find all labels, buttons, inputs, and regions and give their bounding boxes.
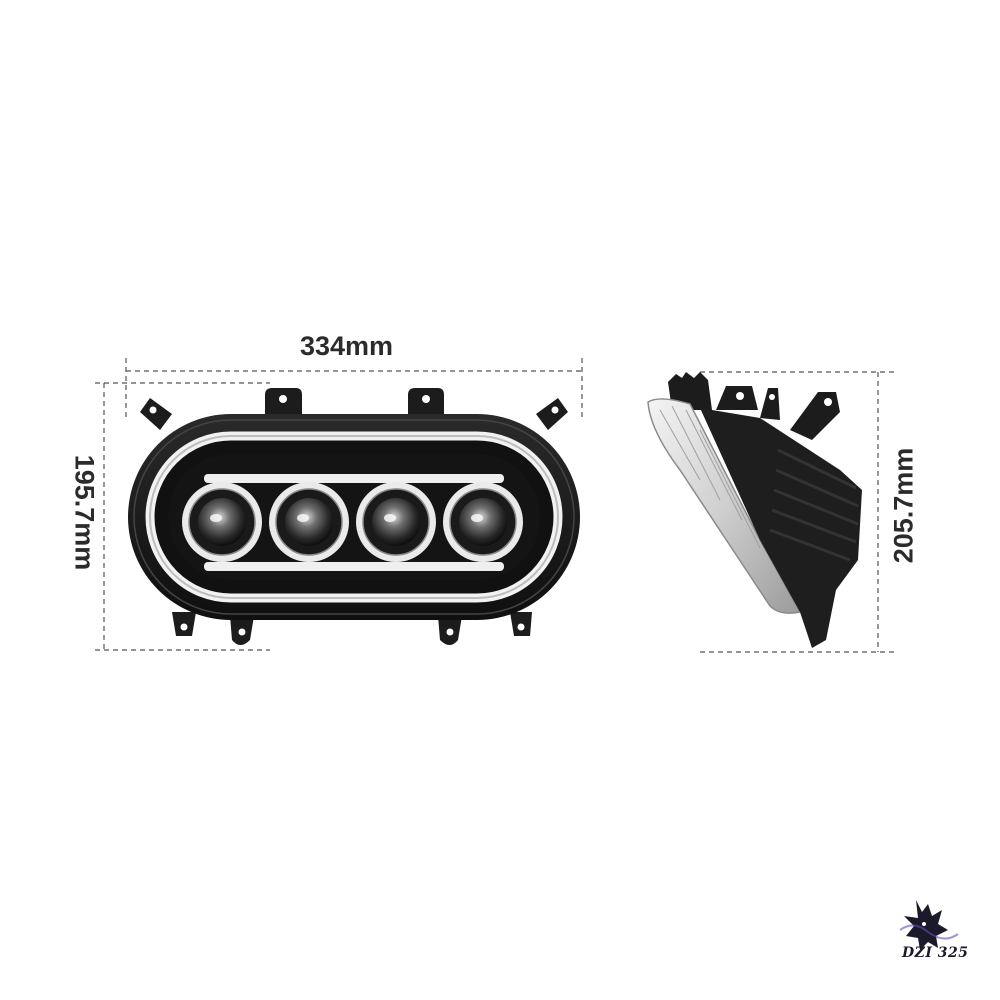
side-body — [700, 408, 862, 648]
projector-lens-4 — [443, 482, 523, 562]
side-height-dimension-label: 205.7mm — [888, 447, 919, 564]
mount-hole — [279, 395, 287, 403]
front-height-dimension-label: 195.7mm — [69, 454, 100, 571]
heatsink-fins — [769, 448, 859, 562]
projector-lens-1 — [182, 482, 262, 562]
inner-face — [168, 454, 540, 580]
front-dimension-lines — [95, 358, 583, 651]
side-dimension-lines — [700, 371, 895, 653]
mount-hole — [736, 392, 744, 400]
mount-hole — [517, 623, 525, 631]
projector-lens-2 — [269, 482, 349, 562]
side-clear-lens — [647, 398, 802, 614]
headlight-side-view — [647, 372, 862, 648]
mount-hole — [551, 406, 559, 414]
housing-rim — [133, 419, 575, 615]
brand-logo-icon — [899, 900, 959, 950]
side-bracket — [790, 392, 840, 440]
lens-facets — [659, 405, 761, 549]
upper-light-strip — [204, 474, 504, 483]
lower-light-strip — [204, 562, 504, 571]
mount-ear — [536, 398, 568, 430]
mount-hole — [238, 628, 246, 636]
mount-hole — [824, 398, 832, 406]
mount-hole — [149, 406, 157, 414]
mount-hole — [180, 623, 188, 631]
projector-lens-3 — [356, 482, 436, 562]
brand-logo-text: DZI 325 — [902, 945, 969, 961]
halo-ring-edge — [149, 435, 559, 599]
mount-tab — [265, 388, 302, 418]
mount-hole — [446, 628, 454, 636]
side-bracket — [760, 388, 780, 420]
width-dimension-label: 334mm — [300, 331, 394, 361]
headlight-front-view — [128, 388, 580, 645]
mount-hole — [422, 395, 430, 403]
mount-hole — [769, 394, 775, 400]
mount-ear — [140, 398, 172, 430]
